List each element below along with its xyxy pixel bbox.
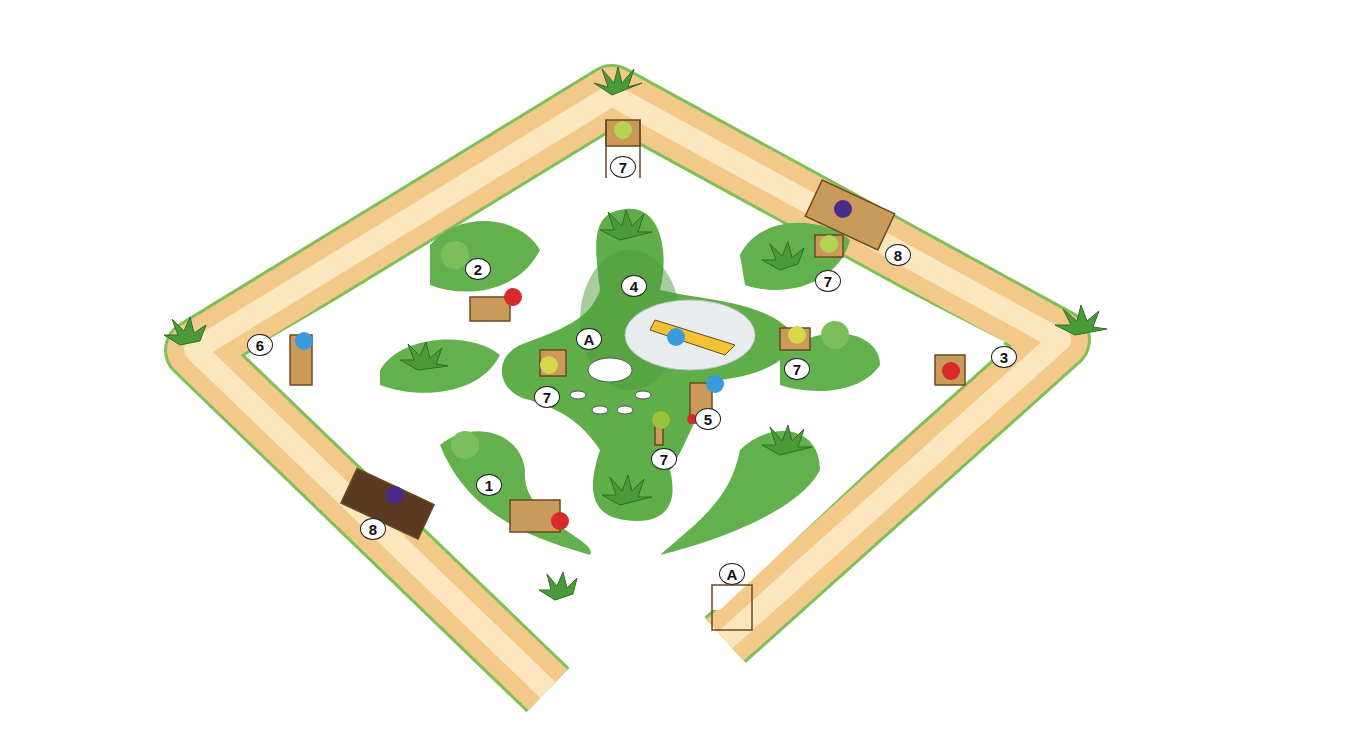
callout-number: 8 (360, 518, 386, 540)
callout-number: 7 (815, 270, 841, 292)
callout-number: A (576, 328, 602, 350)
callout-number: 3 (991, 346, 1017, 368)
callout-number: 7 (534, 386, 560, 408)
callout-number: 7 (651, 448, 677, 470)
callout-number: 6 (247, 334, 273, 356)
callout-number: A (719, 563, 745, 585)
callout-number: 2 (465, 258, 491, 280)
callout-number: 1 (476, 474, 502, 496)
callout-number: 7 (784, 358, 810, 380)
callout-number: 8 (885, 244, 911, 266)
callout-number: 4 (621, 275, 647, 297)
callout-number: 5 (695, 408, 721, 430)
callout-number: 7 (610, 156, 636, 178)
